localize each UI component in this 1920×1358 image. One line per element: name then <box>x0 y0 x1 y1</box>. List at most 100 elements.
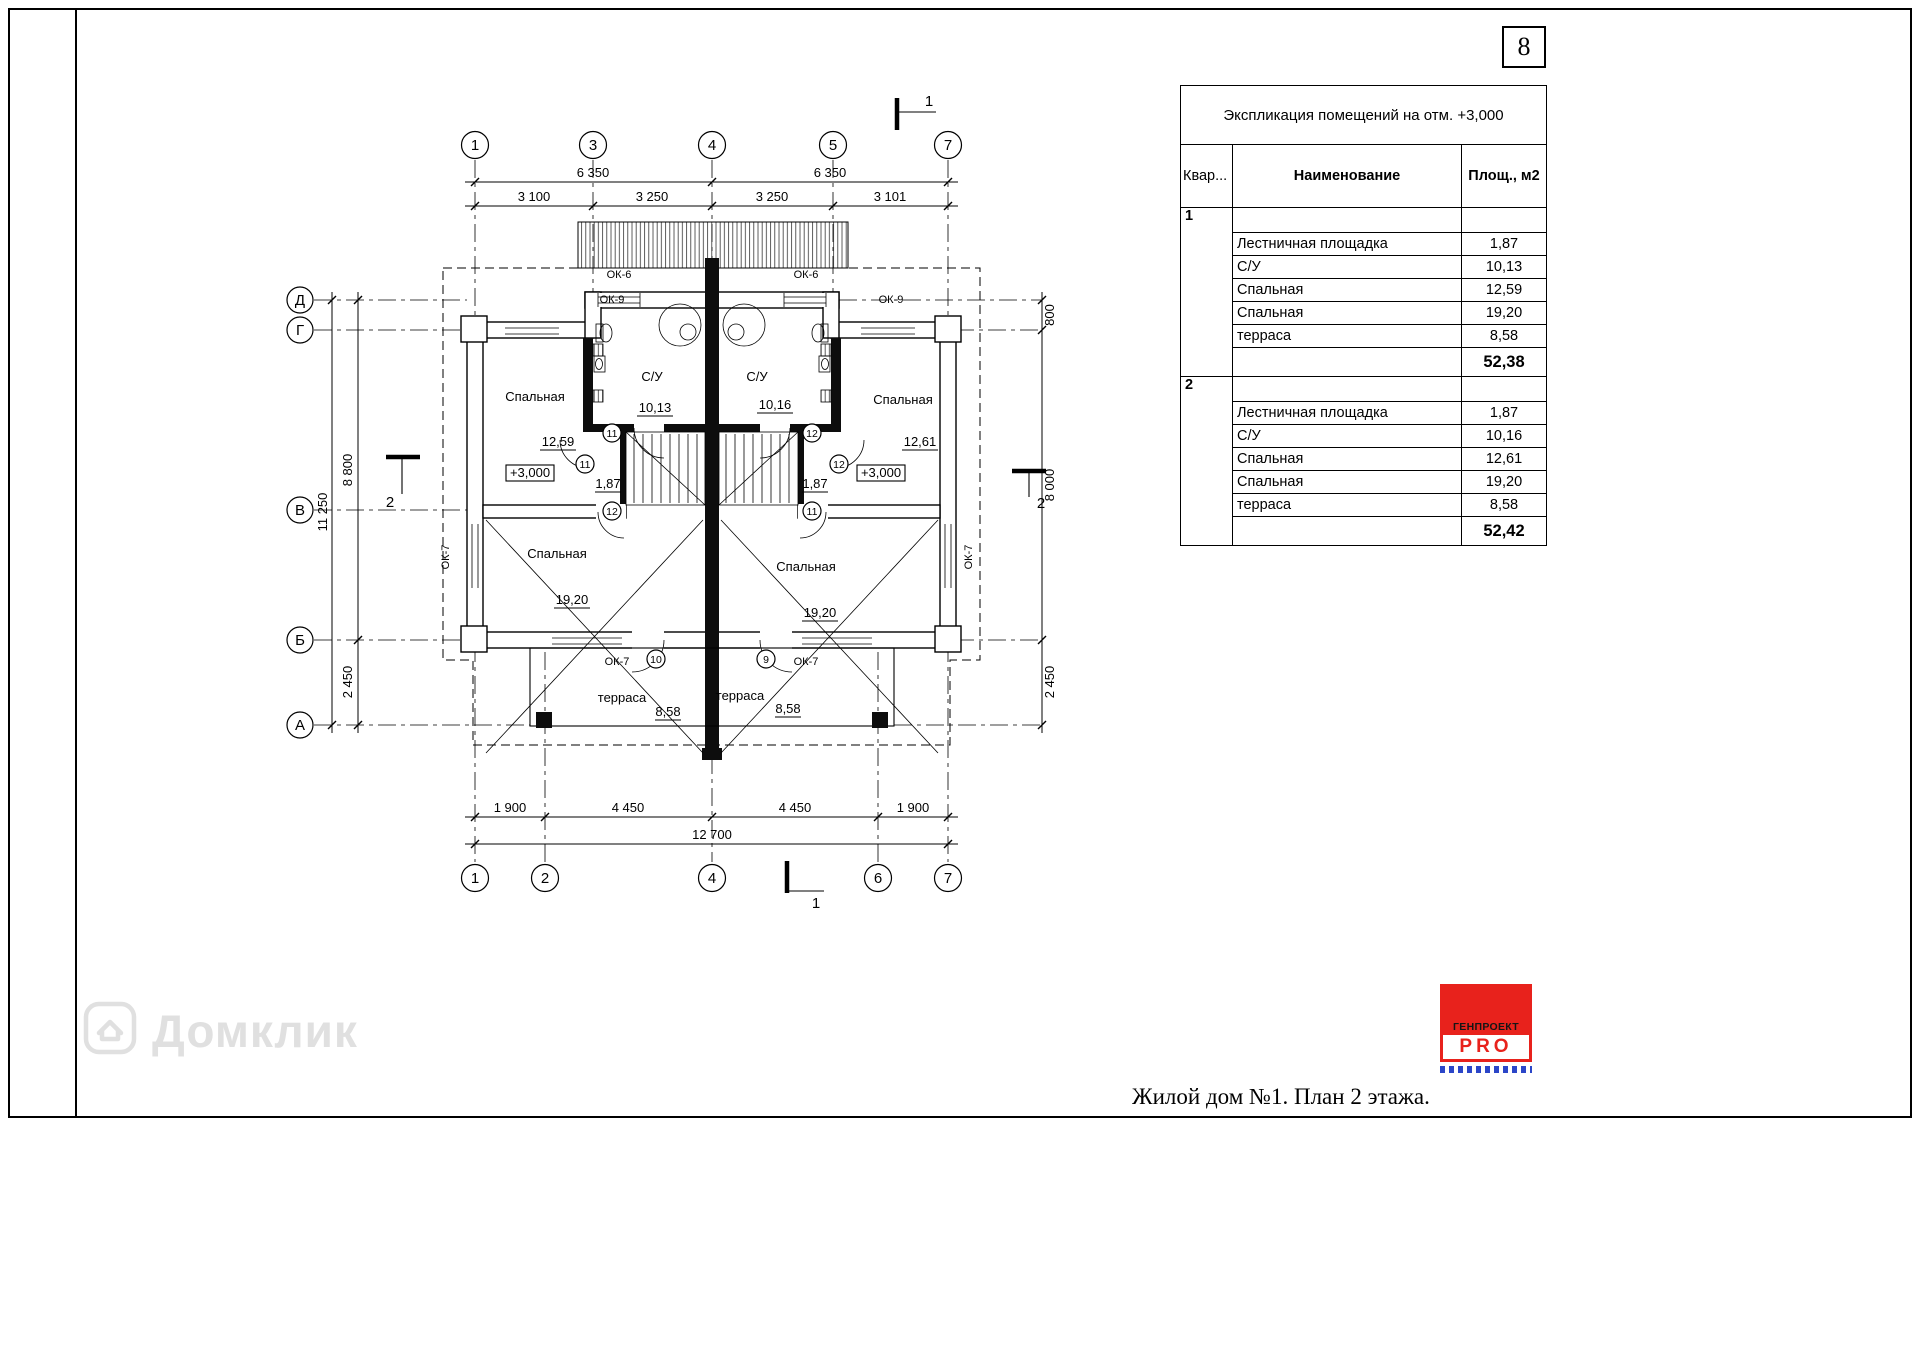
room-name: С/У <box>746 369 768 384</box>
section-label: 1 <box>925 93 933 110</box>
room-name: С/У <box>641 369 663 384</box>
dim-label: 6 350 <box>814 165 847 180</box>
dim-label: 3 101 <box>874 189 907 204</box>
room-area: 8,58 <box>775 701 800 716</box>
door-tag: 11 <box>807 506 818 518</box>
logo-subline <box>1440 1066 1532 1073</box>
axis-label: Г <box>296 322 304 339</box>
dim-label: 8 000 <box>1042 469 1057 502</box>
dim-label: 1 900 <box>897 800 930 815</box>
room-area: 10,13 <box>639 400 672 415</box>
window-tag: ОК-7 <box>605 656 630 668</box>
room-schedule-table: Экспликация помещений на отм. +3,000 Ква… <box>1179 85 1548 546</box>
elevation-mark: +3,000 <box>510 465 550 480</box>
section-marks: 1 1 2 2 <box>386 93 1046 912</box>
window-tag: ОК-9 <box>879 294 904 306</box>
logo-pro-text: PRO <box>1459 1036 1513 1057</box>
dim-label: 11 250 <box>315 493 330 532</box>
room-name-cell: С/У <box>1232 255 1462 279</box>
axis-grid-lines <box>314 160 1042 862</box>
axis-label: 1 <box>471 137 479 154</box>
door-tag: 11 <box>580 459 591 471</box>
room-area-cell: 12,59 <box>1460 278 1548 302</box>
axis-label: 1 <box>471 870 479 887</box>
room-area: 12,61 <box>904 434 937 449</box>
section-2-total: 52,42 <box>1460 516 1548 546</box>
stairs-left <box>625 431 706 506</box>
axis-bubbles: 1 3 4 5 7 1 2 4 6 7 Д Г В Б А <box>286 130 963 893</box>
domclick-watermark: Домклик <box>82 1000 358 1061</box>
room-area: 1,87 <box>595 476 620 491</box>
door-tag: 12 <box>806 428 818 440</box>
axis-label: 6 <box>874 870 882 887</box>
room-name-cell: С/У <box>1232 424 1462 448</box>
page-number-box: 8 <box>1502 26 1546 68</box>
room-area: 19,20 <box>804 605 837 620</box>
dimension-lines: 6 350 6 350 3 100 3 250 3 250 3 101 1 90… <box>315 165 1057 849</box>
room-area-cell: 1,87 <box>1460 401 1548 425</box>
dim-label: 3 100 <box>518 189 551 204</box>
dim-label: 1 900 <box>494 800 527 815</box>
door-tag: 11 <box>607 428 618 440</box>
room-area: 12,59 <box>542 434 575 449</box>
logo-red-square: ГЕНПРОЕКТ PRO <box>1440 984 1532 1062</box>
room-name-cell: Спальная <box>1232 301 1462 325</box>
section-1-id: 1 <box>1180 207 1233 377</box>
room-area: 10,16 <box>759 397 792 412</box>
logo-company-name: ГЕНПРОЕКТ <box>1453 1021 1519 1033</box>
room-area-cell: 1,87 <box>1460 232 1548 256</box>
room-area-cell: 10,13 <box>1460 255 1548 279</box>
col-header-name: Наименование <box>1232 144 1462 208</box>
window-tag: ОК-9 <box>600 294 625 306</box>
window-tag: ОК-7 <box>963 545 975 570</box>
room-labels: Спальная 12,59 С/У 10,13 С/У 10,16 Спаль… <box>505 369 938 721</box>
roof-slope-diagonals <box>485 519 939 754</box>
room-area-cell: 19,20 <box>1460 470 1548 494</box>
logo-pro-band: PRO <box>1443 1035 1529 1059</box>
room-name: Спальная <box>873 392 932 407</box>
room-area-cell: 12,61 <box>1460 447 1548 471</box>
dim-label: 2 450 <box>340 666 355 699</box>
axis-label: 7 <box>944 137 952 154</box>
room-name-cell: терраса <box>1232 324 1462 348</box>
col-header-apartment: Квар... <box>1180 144 1233 208</box>
room-name: Спальная <box>776 559 835 574</box>
room-name-cell: Спальная <box>1232 470 1462 494</box>
drawing-caption: Жилой дом №1. План 2 этажа. <box>1132 1084 1430 1109</box>
axis-label: 5 <box>829 137 837 154</box>
axis-label: 2 <box>541 870 549 887</box>
axis-label: 4 <box>708 137 716 154</box>
dim-label: 800 <box>1042 304 1057 326</box>
room-area: 19,20 <box>556 592 589 607</box>
bathroom-fixtures <box>592 303 832 403</box>
party-wall <box>705 258 719 752</box>
room-area-cell: 10,16 <box>1460 424 1548 448</box>
sheet-binding-margin-line <box>75 8 77 1118</box>
dim-label: 8 800 <box>340 454 355 487</box>
room-name-cell: терраса <box>1232 493 1462 517</box>
section-1-total: 52,38 <box>1460 347 1548 377</box>
door-tag: 12 <box>606 506 618 518</box>
dim-label: 12 700 <box>692 827 732 842</box>
room-name-cell: Спальная <box>1232 447 1462 471</box>
room-name: терраса <box>598 690 647 705</box>
door-tag: 9 <box>763 654 769 666</box>
room-area: 8,58 <box>655 704 680 719</box>
dim-label: 6 350 <box>577 165 610 180</box>
section-label: 1 <box>812 895 820 912</box>
room-area-cell: 8,58 <box>1460 324 1548 348</box>
window-tag: ОК-7 <box>440 545 452 570</box>
room-name: Спальная <box>527 546 586 561</box>
elevation-mark: +3,000 <box>861 465 901 480</box>
dim-label: 4 450 <box>779 800 812 815</box>
col-header-area: Площ., м2 <box>1460 144 1548 208</box>
section-2-id: 2 <box>1180 376 1233 546</box>
dim-label: 4 450 <box>612 800 645 815</box>
axis-label: 4 <box>708 870 716 887</box>
door-tag: 10 <box>650 654 662 666</box>
door-tag: 12 <box>833 459 845 471</box>
dim-label: 3 250 <box>756 189 789 204</box>
page-number: 8 <box>1517 32 1531 61</box>
terrace <box>529 647 895 728</box>
